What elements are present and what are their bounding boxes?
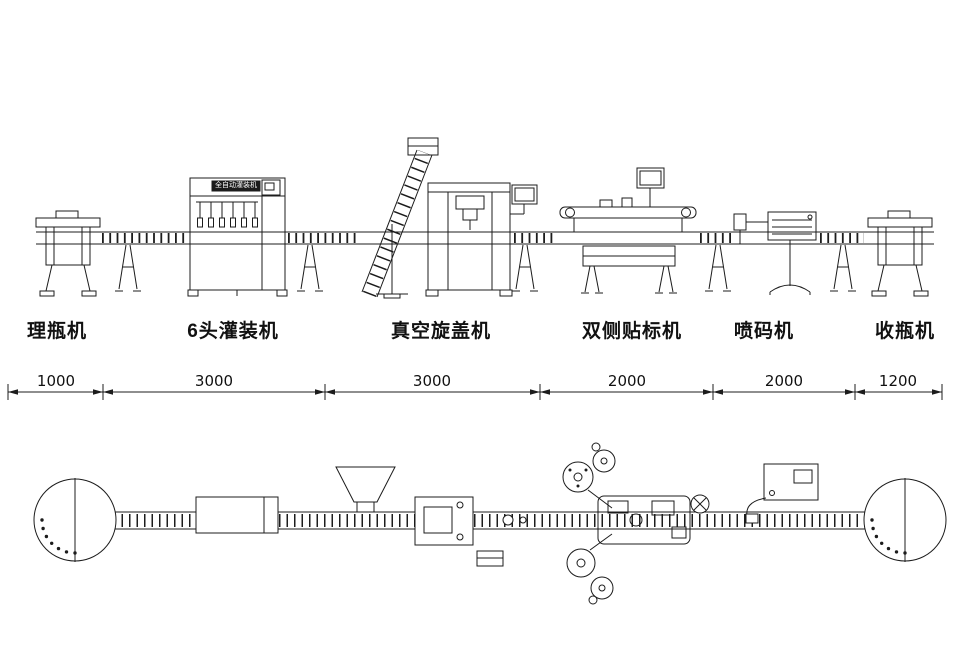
dimension-value-6: 1200 xyxy=(878,372,918,390)
plan-view xyxy=(33,442,947,605)
machine-label-capper: 真空旋盖机 xyxy=(390,321,491,342)
elevation-view xyxy=(35,137,934,299)
dimension-chain xyxy=(7,384,943,400)
dimension-arrows xyxy=(8,389,942,395)
machine-labeler-elevation xyxy=(559,167,697,294)
plan-bottles xyxy=(502,514,527,526)
machine-label-collector: 收瓶机 xyxy=(874,321,935,342)
dimension-value-1: 1000 xyxy=(36,372,76,390)
machine-unscrambler-elevation xyxy=(35,210,101,297)
filler-nameplate: 全自动灌装机 xyxy=(215,182,257,189)
dimension-value-2: 3000 xyxy=(194,372,234,390)
plan-right-turntable xyxy=(863,478,947,562)
plan-coder xyxy=(745,463,819,524)
conveyor-leg xyxy=(114,244,142,292)
conveyor-leg xyxy=(704,244,732,292)
machine-label-labeler: 双侧贴标机 xyxy=(581,321,682,342)
plan-left-turntable xyxy=(33,478,117,562)
dimension-value-4: 2000 xyxy=(607,372,647,390)
plan-filler-footprint xyxy=(195,496,279,534)
machine-filler-elevation xyxy=(187,177,288,297)
plan-cap-hopper xyxy=(335,466,396,513)
conveyor-elevation xyxy=(36,231,934,292)
plan-capper-unit xyxy=(414,496,504,567)
machine-capper-elevation xyxy=(361,137,538,299)
conveyor-leg xyxy=(829,244,857,292)
conveyor-leg xyxy=(296,244,324,292)
machine-label-coder: 喷码机 xyxy=(733,321,794,342)
plan-labeler xyxy=(562,442,710,605)
dimension-value-5: 2000 xyxy=(764,372,804,390)
conveyor-leg xyxy=(511,244,539,292)
machine-label-unscrambler: 理瓶机 xyxy=(26,321,87,342)
machine-collector-elevation xyxy=(867,210,933,297)
dimension-value-3: 3000 xyxy=(412,372,452,390)
machine-label-filler: 6头灌装机 xyxy=(187,321,279,342)
machine-coder-elevation xyxy=(733,211,817,295)
